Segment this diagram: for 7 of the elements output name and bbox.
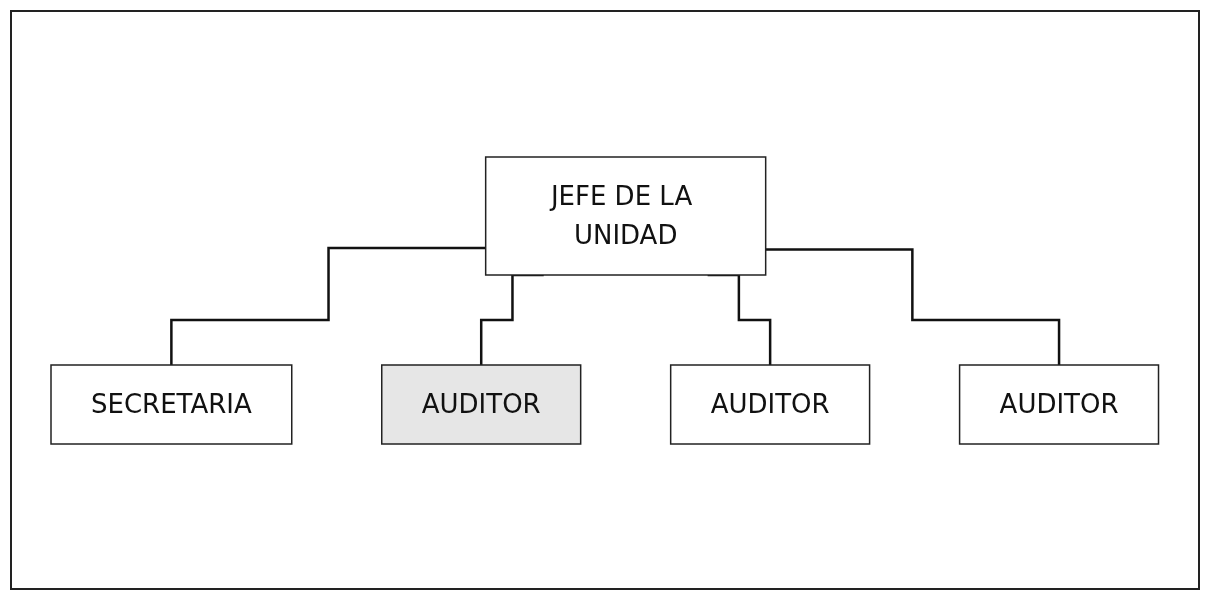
node-box: SECRETARIA bbox=[50, 363, 293, 445]
node-box: AUDITOR bbox=[381, 363, 582, 445]
connector bbox=[170, 246, 486, 366]
node-box: AUDITOR bbox=[959, 363, 1160, 445]
node-box: AUDITOR bbox=[670, 363, 871, 445]
node-box: JEFE DE LA UNIDAD bbox=[485, 155, 767, 276]
connector bbox=[765, 247, 1061, 366]
